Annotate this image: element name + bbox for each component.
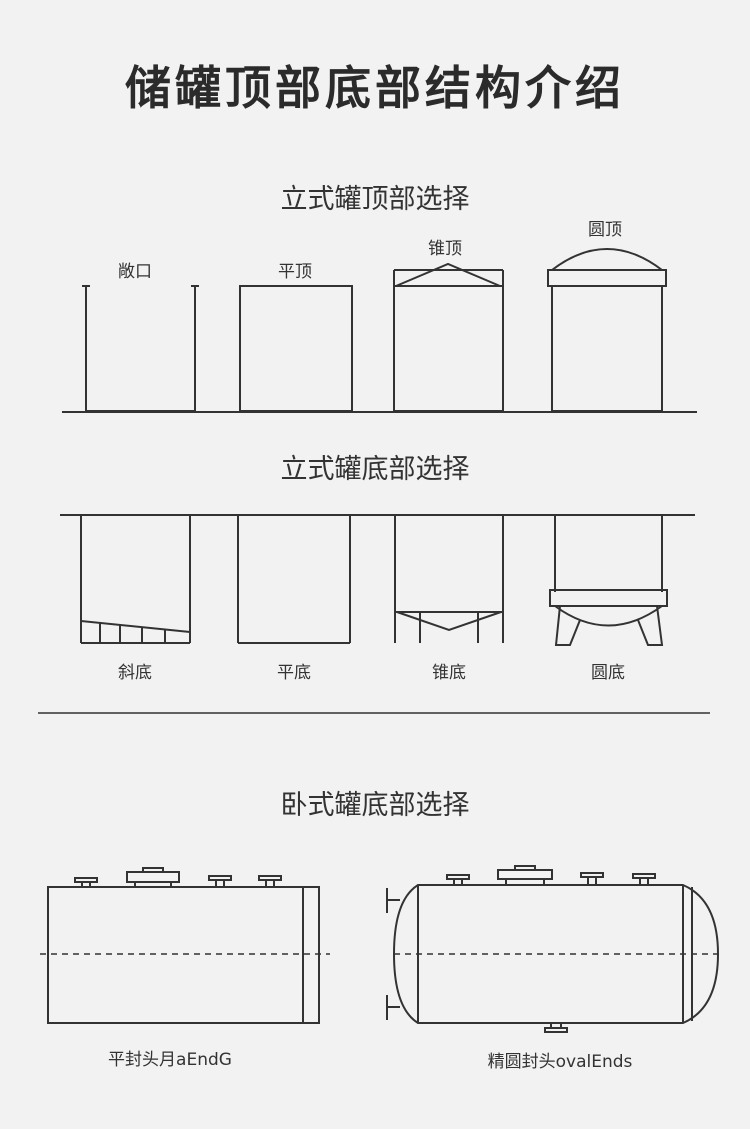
label-flat-bottom: 平底 [277, 663, 311, 683]
horizontal-heading: 卧式罐底部选择 [280, 790, 470, 821]
label-flat-ends: 平封头月aEndG [108, 1050, 232, 1070]
horizontal-tank-oval-ends [386, 865, 720, 1033]
label-dome-top: 圆顶 [588, 220, 622, 240]
tank-flat-bottom [237, 515, 351, 644]
label-sloped-bottom: 斜底 [118, 663, 152, 683]
vertical-top-heading: 立式罐顶部选择 [280, 184, 470, 215]
horizontal-tank-flat-ends [40, 867, 330, 1024]
tank-dome-bottom [549, 515, 668, 646]
tank-open-top [82, 285, 199, 412]
tank-sloped-bottom [80, 515, 191, 644]
vertical-bottom-heading: 立式罐底部选择 [280, 454, 470, 485]
label-cone-bottom: 锥底 [432, 663, 466, 683]
label-open-top: 敞口 [118, 262, 152, 282]
label-cone-top: 锥顶 [428, 239, 462, 259]
tank-flat-top [239, 285, 353, 412]
label-dome-bottom: 圆底 [591, 663, 625, 683]
page-title: 储罐顶部底部结构介绍 [125, 61, 625, 115]
label-oval-ends: 精圆封头ovalEnds [487, 1052, 633, 1072]
tank-dome-top [547, 248, 667, 412]
tank-cone-top [393, 262, 504, 412]
label-flat-top: 平顶 [278, 262, 312, 282]
tank-cone-bottom [394, 515, 504, 643]
